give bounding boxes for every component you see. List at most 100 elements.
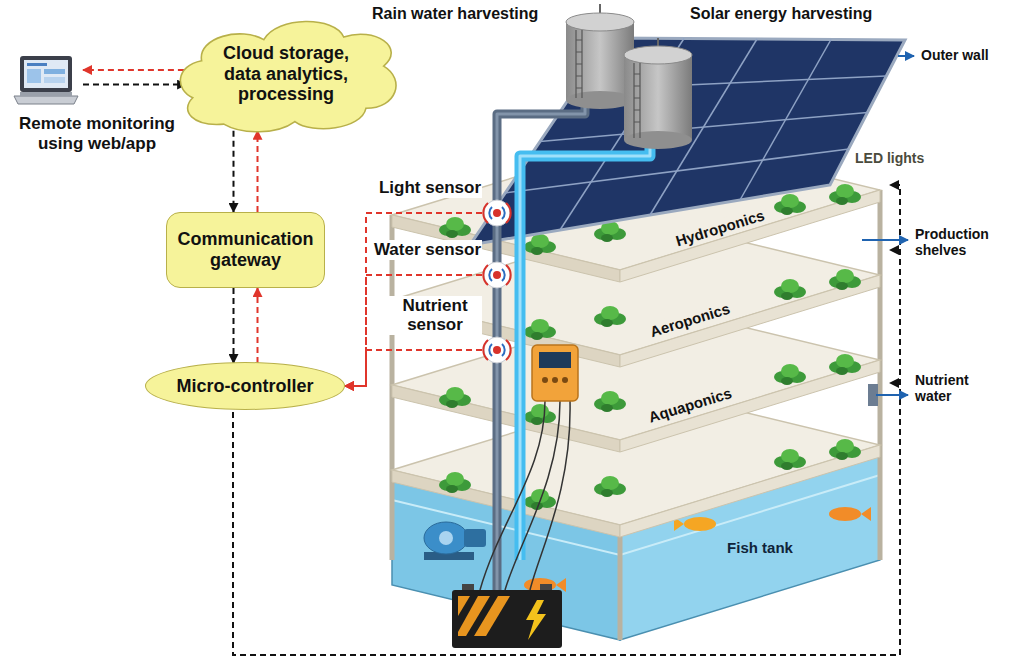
- rain-water-tank: [599, 4, 601, 13]
- battery: [458, 596, 470, 616]
- control-wire: [233, 185, 900, 655]
- node-label: Light sensor: [378, 178, 482, 198]
- water-pipe: [497, 106, 585, 648]
- controller-unit: [562, 377, 568, 383]
- laptop-icon: [27, 69, 41, 83]
- controller-unit: [532, 345, 578, 401]
- signal-arrow: [345, 350, 482, 386]
- laptop-icon: [20, 56, 72, 92]
- battery: [540, 584, 552, 590]
- sensor-icon: Nutrient sensor: [482, 335, 512, 365]
- control-wire: [233, 185, 900, 655]
- fish-tank: [829, 507, 861, 521]
- node-label: Micro-controller: [176, 376, 313, 397]
- part-label: Solar energy harvesting: [690, 5, 872, 23]
- laptop-icon: [20, 92, 72, 96]
- sensor-icon: [484, 262, 510, 288]
- part-label: Outer wall: [918, 47, 992, 63]
- battery: [526, 600, 546, 640]
- rain-water-tank: [634, 63, 640, 138]
- cloud-shape: [180, 22, 396, 132]
- battery: [474, 596, 510, 636]
- water-pipe: [497, 106, 650, 648]
- controller-unit: [552, 377, 558, 383]
- battery: [452, 590, 562, 648]
- laptop-icon: [12, 52, 80, 110]
- sensor-icon: [493, 346, 501, 354]
- fish-tank: [556, 578, 566, 592]
- sensor-icon: [489, 269, 504, 281]
- laptop-icon: [14, 96, 78, 104]
- part-label: Rain water harvesting: [372, 5, 538, 23]
- label-pointer: [862, 239, 908, 241]
- sensor-icon: [484, 200, 510, 226]
- controller-unit: [480, 345, 578, 590]
- battery: [462, 584, 474, 590]
- controller-unit: [530, 401, 570, 590]
- rain-water-tank: [624, 55, 692, 140]
- node-label: Communication gateway: [177, 229, 314, 270]
- signal-arrow: [345, 275, 482, 386]
- fish-tank: [674, 517, 716, 531]
- water-pump: [464, 529, 486, 547]
- label-pointer: [862, 56, 914, 406]
- part-label: Production shelves: [912, 226, 1009, 258]
- sensor-icon: [484, 337, 510, 363]
- water-pipe: [520, 146, 650, 560]
- control-wire: [890, 249, 900, 251]
- signal-arrow: [233, 131, 235, 212]
- battery: [452, 584, 562, 648]
- signal-arrow: [345, 213, 482, 386]
- sensor-icon: [482, 335, 512, 365]
- sensor-icon: [482, 260, 512, 290]
- signal-arrow: [83, 84, 186, 86]
- solar-panel: [540, 113, 868, 142]
- node-label: Remote monitoring using web/app: [4, 114, 190, 153]
- process-box: Communication gateway: [166, 212, 325, 288]
- water-pump: [439, 531, 453, 545]
- production-shelf: [439, 439, 861, 510]
- sensor-icon: Water sensor: [482, 260, 512, 290]
- fish-tank: [861, 507, 871, 521]
- label-pointer: [876, 394, 908, 396]
- signal-arrow: [83, 69, 184, 71]
- water-pump: [424, 522, 486, 560]
- sensor-icon: [483, 340, 510, 360]
- laptop-icon: Remote monitoring using web/app: [12, 52, 80, 110]
- fish-tank: [829, 507, 871, 521]
- controller-unit: [542, 377, 548, 383]
- node-label: Cloud storage, data analytics, processin…: [211, 43, 361, 105]
- fish-tank: [524, 578, 556, 592]
- sensor-icon: [489, 344, 504, 356]
- sensor-icon: [483, 265, 510, 285]
- solar-panel: [470, 38, 905, 245]
- sensor-icon: [482, 198, 512, 228]
- shelf-post: [878, 190, 883, 560]
- node-label: Nutrient sensor: [388, 296, 482, 335]
- laptop-icon: [24, 60, 68, 88]
- sensor-icon: Light sensor: [482, 198, 512, 228]
- laptop-icon: [44, 69, 65, 74]
- rain-water-tank: [624, 46, 692, 64]
- rain-water-tank: [566, 22, 634, 100]
- rain-water-tank: [566, 13, 634, 31]
- laptop-icon: [27, 63, 47, 66]
- node-label: Water sensor: [373, 240, 482, 260]
- sensor-icon: [489, 207, 504, 219]
- label-pointer: [898, 55, 914, 57]
- sensor-icon: [493, 271, 501, 279]
- water-pipe: [497, 106, 585, 648]
- signal-arrow: [257, 288, 259, 363]
- rain-water-tank: [657, 38, 659, 46]
- controller-unit: [539, 352, 571, 368]
- rain-water-tank: [576, 30, 582, 98]
- sensor-icon: [493, 209, 501, 217]
- water-pump: [424, 522, 468, 554]
- controller-unit: [505, 401, 560, 590]
- signal-arrow: [257, 131, 259, 212]
- laptop-icon: [44, 77, 65, 83]
- controller-oval: Micro-controller: [145, 362, 345, 410]
- part-label: LED lights: [852, 150, 927, 166]
- part-label: Fish tank: [724, 539, 796, 556]
